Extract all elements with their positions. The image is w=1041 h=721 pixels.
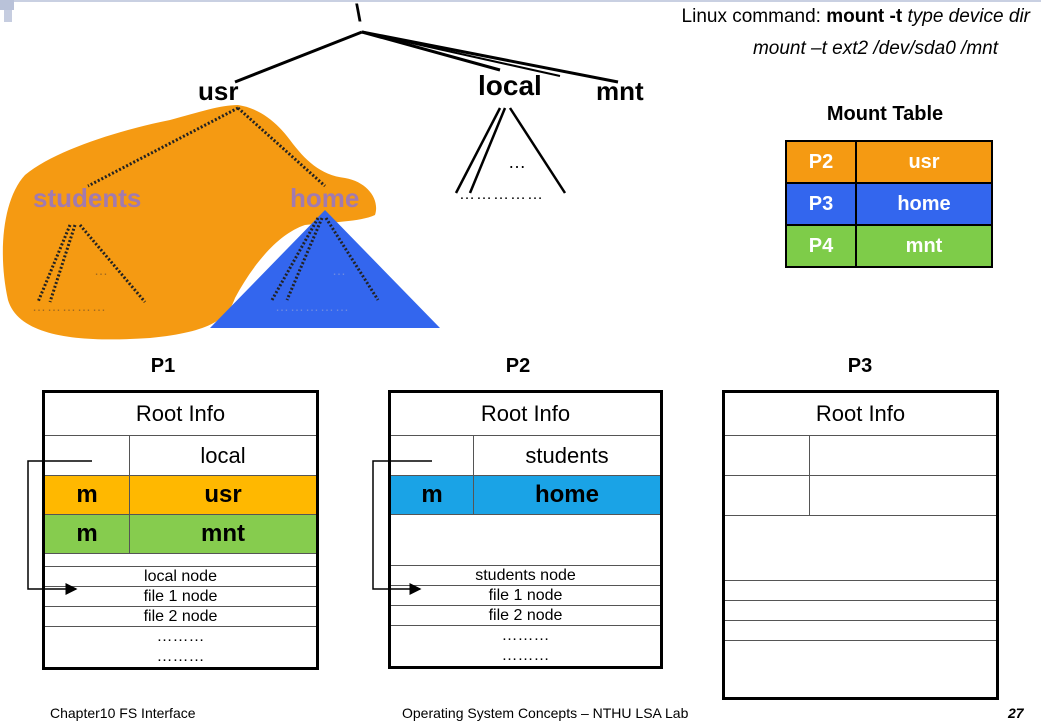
partition-title-p3: P3 bbox=[847, 355, 873, 377]
node-row: local node bbox=[43, 566, 318, 587]
root-info-row: Root Info bbox=[43, 391, 318, 436]
mount-dir-cell: mnt bbox=[855, 224, 993, 268]
root-info-row: Root Info bbox=[723, 391, 998, 436]
dots-cell: ……… bbox=[43, 647, 318, 669]
mount-table-row: P3 home bbox=[785, 182, 993, 226]
edge-root-usr bbox=[234, 30, 363, 84]
edge-students-1 bbox=[36, 224, 72, 303]
dir-entry-row bbox=[723, 475, 998, 516]
top-rule bbox=[14, 0, 1041, 2]
home-dotline: …………… bbox=[275, 298, 350, 314]
root-info-cell: Root Info bbox=[43, 391, 318, 436]
usr-partition-blob bbox=[2, 105, 377, 340]
mnt-label: mnt bbox=[596, 76, 644, 106]
mount-table: P2 usr P3 home P4 mnt bbox=[785, 140, 993, 268]
command-example: mount –t ext2 /dev/sda0 /mnt bbox=[752, 38, 998, 59]
mount-partition-cell: P2 bbox=[785, 140, 857, 184]
entry-name-cell: local bbox=[129, 435, 318, 476]
edge-usr-home bbox=[236, 106, 327, 188]
node-cell: file 2 node bbox=[389, 605, 662, 626]
students-ellipsis: … bbox=[94, 262, 108, 278]
mount-partition-cell: P3 bbox=[785, 182, 857, 226]
edge-students-3 bbox=[78, 224, 147, 303]
edge-home-2 bbox=[285, 217, 324, 301]
edge-root-local bbox=[361, 30, 501, 72]
students-dotline: …………… bbox=[32, 298, 107, 314]
blank-row bbox=[389, 514, 662, 566]
edge-home-3 bbox=[324, 217, 380, 301]
footer-page-number: 27 bbox=[1008, 705, 1024, 721]
node-cell: students node bbox=[389, 565, 662, 586]
mount-table-row: P2 usr bbox=[785, 140, 993, 184]
local-ellipsis: … bbox=[508, 152, 526, 172]
home-label: home bbox=[290, 183, 360, 213]
mount-flag-cell: m bbox=[43, 475, 130, 515]
corner-decoration-2 bbox=[4, 10, 12, 22]
node-cell: local node bbox=[43, 566, 318, 587]
node-row: file 2 node bbox=[43, 606, 318, 627]
command-syntax: type device dir bbox=[902, 6, 1030, 27]
edge-usr-students bbox=[87, 106, 239, 188]
dir-entry-row: local bbox=[43, 435, 318, 476]
partition-p3-table: Root Info bbox=[722, 390, 999, 700]
home-ellipsis: … bbox=[332, 262, 346, 278]
node-row: students node bbox=[389, 565, 662, 586]
usr-label: usr bbox=[198, 76, 239, 106]
mount-name-cell: home bbox=[473, 475, 662, 515]
edge-local-2 bbox=[468, 107, 507, 194]
mount-flag-cell: m bbox=[389, 475, 474, 515]
footer-chapter: Chapter10 FS Interface bbox=[50, 705, 196, 721]
footer-course: Operating System Concepts – NTHU LSA Lab bbox=[402, 705, 689, 721]
edge-root-extra bbox=[361, 31, 561, 77]
dots-cell: ……… bbox=[389, 646, 662, 668]
edge-root-mnt bbox=[361, 30, 619, 84]
root-info-cell: Root Info bbox=[723, 391, 998, 436]
linux-command-line: Linux command: mount -t type device dir bbox=[520, 6, 1030, 28]
blank-row bbox=[723, 515, 998, 581]
mount-dir-cell: usr bbox=[855, 140, 993, 184]
dir-entry-row bbox=[723, 435, 998, 476]
dir-entry-row: students bbox=[389, 435, 662, 476]
mount-dir-cell: home bbox=[855, 182, 993, 226]
p2-students-pointer-arrow bbox=[372, 460, 432, 595]
command-prefix: Linux command: bbox=[681, 6, 827, 27]
local-label: local bbox=[478, 70, 542, 101]
mount-partition-cell: P4 bbox=[785, 224, 857, 268]
entry-name-cell: students bbox=[473, 435, 662, 476]
dots-cell: ……… bbox=[43, 626, 318, 647]
partition-title-p2: P2 bbox=[505, 355, 531, 377]
root-slash-label: \ bbox=[355, 0, 362, 27]
command-keyword: mount -t bbox=[826, 6, 903, 27]
edge-local-3 bbox=[508, 107, 567, 194]
dots-row: ……… bbox=[43, 647, 318, 669]
local-dotline: …………… bbox=[459, 186, 544, 203]
dots-cell: ……… bbox=[389, 625, 662, 646]
edge-students-2 bbox=[48, 224, 77, 303]
blank-row bbox=[723, 640, 998, 699]
mount-table-title: Mount Table bbox=[826, 103, 944, 125]
entry-flag-cell bbox=[389, 435, 474, 476]
dots-row: ……… bbox=[389, 646, 662, 668]
directory-tree-diagram bbox=[2, 30, 619, 340]
home-partition-triangle bbox=[210, 210, 440, 328]
dots-row: ……… bbox=[43, 626, 318, 647]
mount-table-row: P4 mnt bbox=[785, 224, 993, 268]
node-row: file 2 node bbox=[389, 605, 662, 626]
dots-row: ……… bbox=[389, 625, 662, 646]
corner-decoration bbox=[0, 0, 14, 10]
students-label: students bbox=[33, 183, 142, 213]
edge-local-1 bbox=[454, 107, 502, 194]
partition-title-p1: P1 bbox=[150, 355, 176, 377]
p1-local-pointer-arrow bbox=[27, 460, 92, 595]
node-cell: file 2 node bbox=[43, 606, 318, 627]
